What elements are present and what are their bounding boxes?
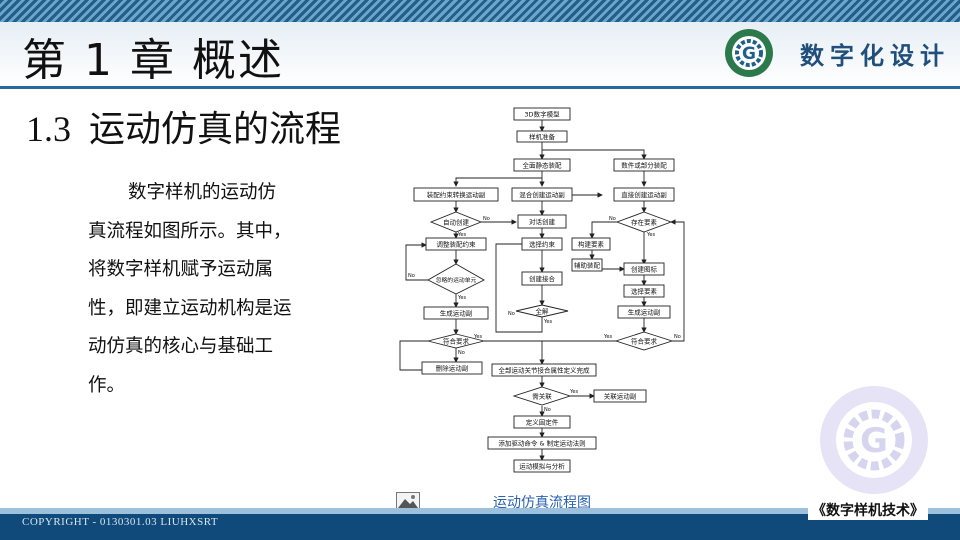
branch-label-yes: Yes: [569, 389, 578, 395]
team-logo-icon: G: [725, 29, 773, 77]
flow-node-16: 辅助装配: [574, 261, 601, 270]
branch-label-yes: Yes: [457, 295, 466, 301]
flow-node-24: 删除运动副: [436, 364, 469, 373]
flow-node-12: 选择约束: [529, 240, 556, 249]
flow-node-10: 存在要素: [631, 218, 658, 227]
flow-node-23: 符合要求: [631, 337, 658, 346]
flow-node-26: 需关联: [532, 392, 552, 401]
flow-node-8: 自动创建: [443, 218, 470, 227]
svg-text:G: G: [860, 421, 888, 461]
footer-band: [0, 514, 960, 540]
flow-node-29: 添加驱动命令 & 制定运动法则: [498, 439, 585, 448]
flow-node-25: 全部运动关节接合属性定义完成: [499, 366, 591, 375]
flow-node-19: 全解: [536, 307, 550, 316]
top-stripe: [0, 0, 960, 22]
branch-label-yes: Yes: [457, 232, 466, 238]
branch-label-no: No: [508, 311, 515, 317]
branch-label-no: No: [674, 334, 681, 340]
branch-label-yes: Yes: [646, 232, 655, 238]
flow-node-6: 混合创建运动副: [519, 190, 565, 199]
branch-label-no: No: [483, 216, 490, 222]
flow-node-30: 运动模拟与分析: [519, 462, 565, 471]
flow-node-13: 构建要素: [578, 240, 605, 249]
footer-accent: [0, 508, 960, 514]
flow-node-15: 创建接合: [529, 274, 556, 283]
header-rule: [0, 86, 960, 89]
branch-label-no: No: [408, 273, 415, 279]
flow-node-20: 生成运动副: [440, 309, 473, 318]
section-number: 1.3: [26, 109, 71, 149]
flowchart: 3D数字模型 样机准备 全面静态装配 数件或部分装配 装配约束转换运动副 混合创…: [399, 107, 685, 473]
flow-branch-labels: No Yes No Yes No Yes No Yes Yes No Yes N…: [408, 216, 681, 413]
flow-node-18: 选择要素: [631, 287, 658, 296]
flow-node-1: 3D数字模型: [524, 110, 560, 119]
branch-label-no: No: [544, 407, 551, 413]
branch-label-no: No: [609, 216, 616, 222]
header-band: [0, 22, 960, 86]
flow-node-14: 忽略的运动单元: [436, 276, 477, 284]
brand-title: 数字化设计: [800, 41, 950, 70]
flow-node-7: 直接创建运动副: [621, 190, 667, 199]
team-watermark-icon: G: [820, 386, 928, 494]
flow-connectors: [399, 120, 685, 461]
flow-node-5: 装配约束转换运动副: [427, 190, 486, 199]
flow-node-2: 样机准备: [529, 132, 556, 141]
branch-label-yes: Yes: [543, 319, 552, 325]
flow-node-4: 数件或部分装配: [621, 161, 667, 170]
branch-label-no: No: [458, 350, 465, 356]
flow-node-21: 生成运动副: [628, 308, 661, 317]
chapter-title: 第 1 章 概述: [22, 35, 284, 86]
flow-node-9: 对话创建: [529, 217, 556, 226]
book-title: 《数字样机技术》: [808, 500, 928, 520]
flow-node-22: 符合要求: [443, 337, 470, 346]
figure-caption: 运动仿真流程图: [493, 495, 591, 511]
section-title: 1.3 运动仿真的流程: [26, 100, 341, 152]
branch-label-yes: Yes: [603, 334, 612, 340]
flow-node-11: 调整装配约束: [437, 240, 477, 249]
section-title-text: 运动仿真的流程: [89, 109, 342, 150]
body-text: 数字样机的运动仿真流程如图所示。其中，将数字样机赋予运动属性，即建立运动机构是运…: [88, 174, 293, 405]
flow-node-27: 关联运动副: [604, 392, 637, 401]
flow-node-3: 全面静态装配: [523, 161, 563, 170]
flow-node-28: 定义固定件: [526, 418, 559, 427]
svg-text:G: G: [742, 44, 756, 64]
flow-labels: 3D数字模型 样机准备 全面静态装配 数件或部分装配 装配约束转换运动副 混合创…: [427, 110, 668, 471]
flow-shapes: [413, 107, 675, 473]
copyright-text: COPYRIGHT - 0130301.03 LIUHXSRT: [22, 516, 219, 528]
branch-label-yes: Yes: [473, 334, 482, 340]
flow-node-17: 创建图标: [631, 265, 658, 274]
body-paragraph: 数字样机的运动仿真流程如图所示。其中，将数字样机赋予运动属性，即建立运动机构是运…: [88, 182, 292, 396]
